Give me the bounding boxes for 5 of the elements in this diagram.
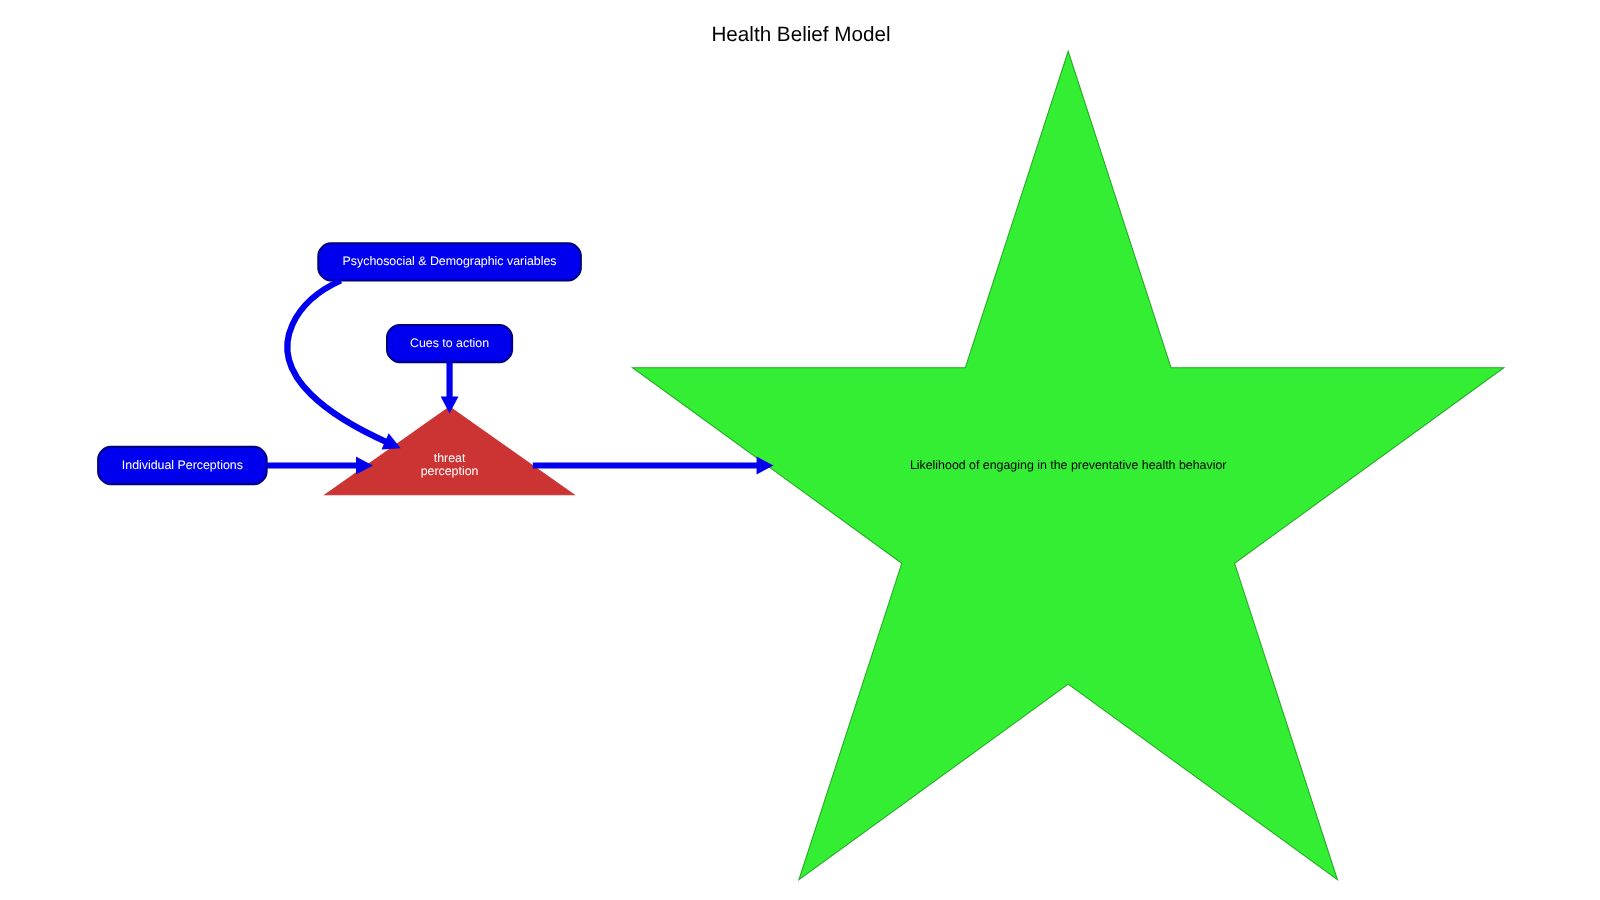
arrow (283, 277, 400, 450)
arrow (265, 456, 372, 475)
diagram-title: Health Belief Model (710, 24, 890, 47)
arrow (531, 456, 773, 475)
arrow (439, 362, 458, 414)
